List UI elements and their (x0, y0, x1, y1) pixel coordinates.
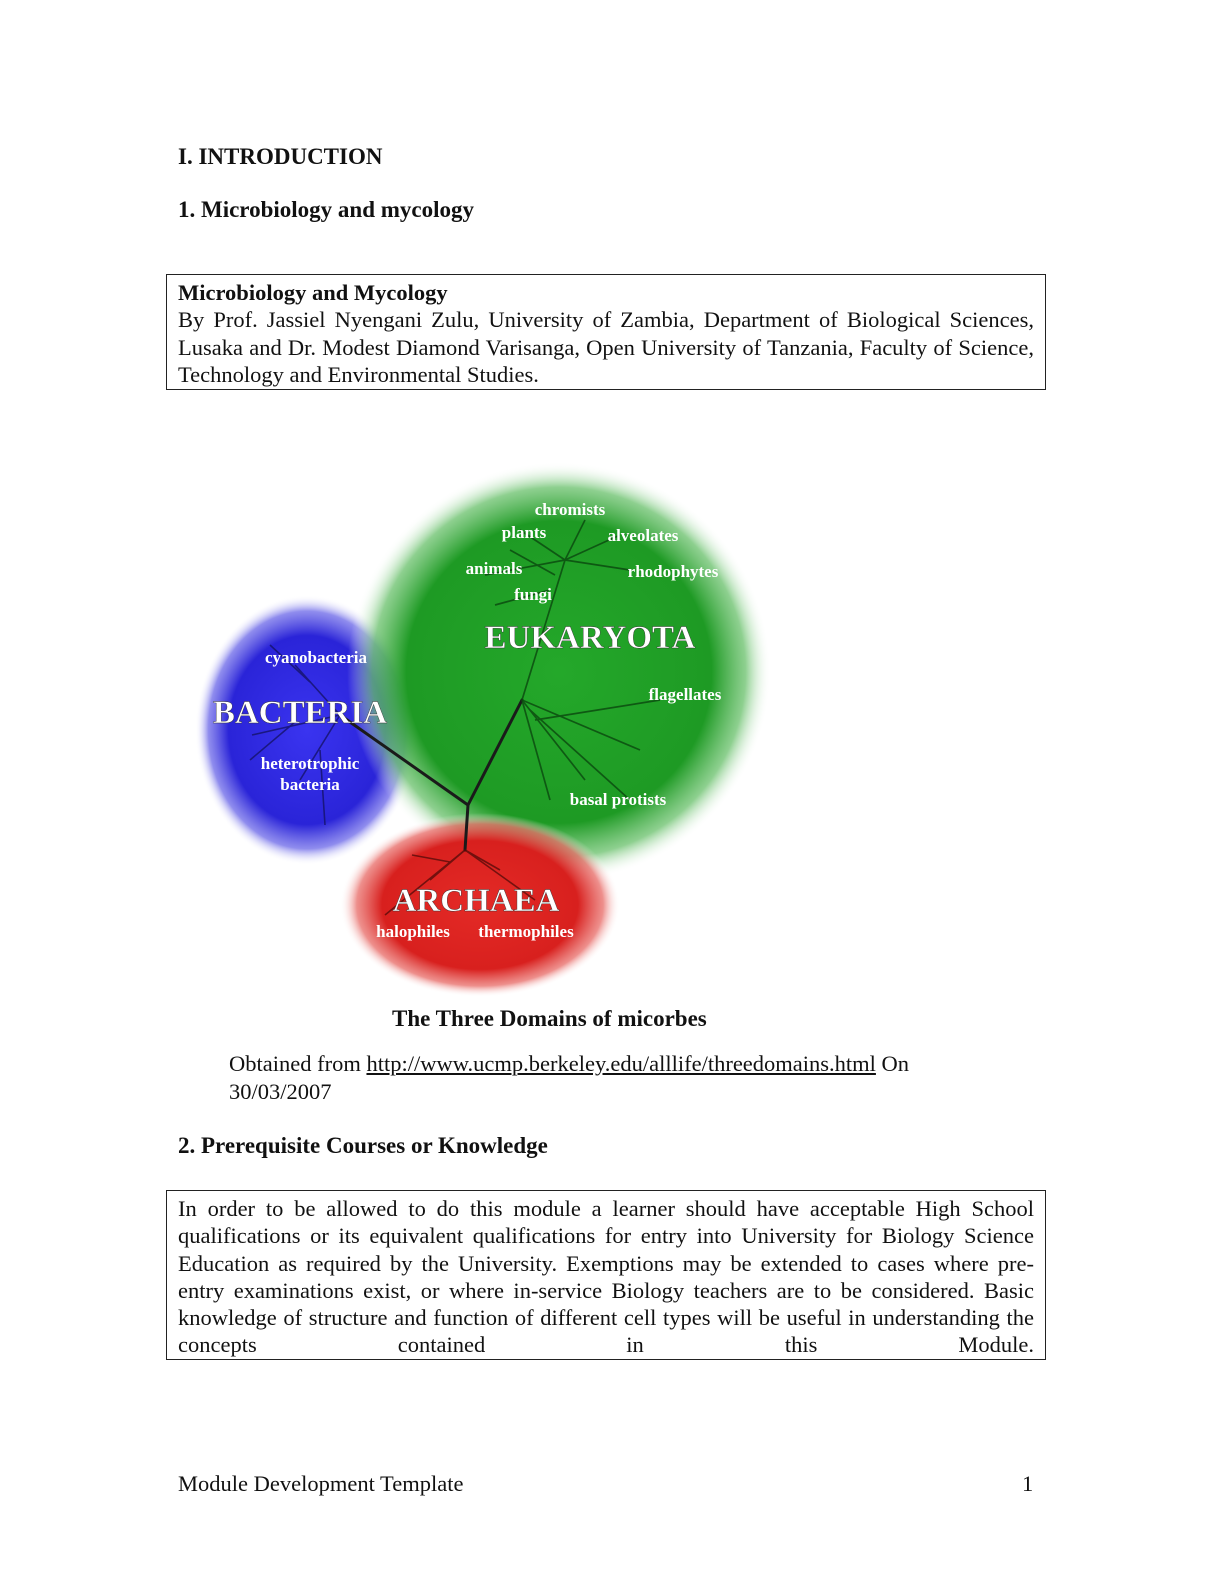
footer-title: Module Development Template (178, 1471, 464, 1496)
prerequisite-box: In order to be allowed to do this module… (166, 1190, 1046, 1360)
eukaryota-blob (347, 462, 771, 882)
source-suffix: On (875, 1051, 910, 1076)
eukaryota-branches (484, 519, 661, 801)
author-box: Microbiology and Mycology By Prof. Jassi… (166, 274, 1046, 390)
label-basal-protists: basal protists (570, 790, 667, 809)
label-chromists: chromists (535, 500, 606, 519)
archaea-branches (384, 849, 536, 916)
label-fungi: fungi (514, 585, 552, 604)
label-heterotrophic: heterotrophic (261, 754, 360, 773)
label-bacteria: BACTERIA (213, 695, 387, 731)
subsection-heading-microbiology: 1. Microbiology and mycology (178, 197, 475, 222)
label-archaea: ARCHAEA (393, 883, 560, 919)
prerequisite-text: In order to be allowed to do this module… (178, 1196, 1034, 1358)
label-alveolates: alveolates (608, 526, 679, 545)
label-animals: animals (466, 559, 523, 578)
archaea-blob (340, 813, 620, 997)
section-heading: I. INTRODUCTION (178, 144, 383, 169)
label-flagellates: flagellates (649, 685, 722, 704)
label-plants: plants (502, 523, 547, 542)
source-prefix: Obtained from (229, 1051, 367, 1076)
author-box-title: Microbiology and Mycology (178, 280, 448, 305)
subsection-heading-prerequisites: 2. Prerequisite Courses or Knowledge (178, 1133, 548, 1158)
label-eukaryota: EUKARYOTA (485, 620, 696, 656)
phylogenetic-tree (338, 698, 524, 852)
three-domains-figure: EUKARYOTA BACTERIA ARCHAEA chromists pla… (195, 462, 771, 997)
source-link[interactable]: http://www.ucmp.berkeley.edu/alllife/thr… (366, 1051, 876, 1076)
label-rhodophytes: rhodophytes (628, 562, 719, 581)
label-heterotrophic-bacteria: bacteria (280, 775, 340, 794)
label-thermophiles: thermophiles (478, 922, 574, 941)
figure-source: Obtained from http://www.ucmp.berkeley.e… (229, 1050, 989, 1106)
label-halophiles: halophiles (376, 922, 450, 941)
label-cyanobacteria: cyanobacteria (265, 648, 367, 667)
source-date: 30/03/2007 (229, 1079, 332, 1104)
page-number: 1 (1022, 1471, 1034, 1496)
author-box-text: By Prof. Jassiel Nyengani Zulu, Universi… (178, 307, 1034, 387)
figure-caption: The Three Domains of micorbes (392, 1006, 707, 1031)
bacteria-branches (249, 644, 341, 826)
